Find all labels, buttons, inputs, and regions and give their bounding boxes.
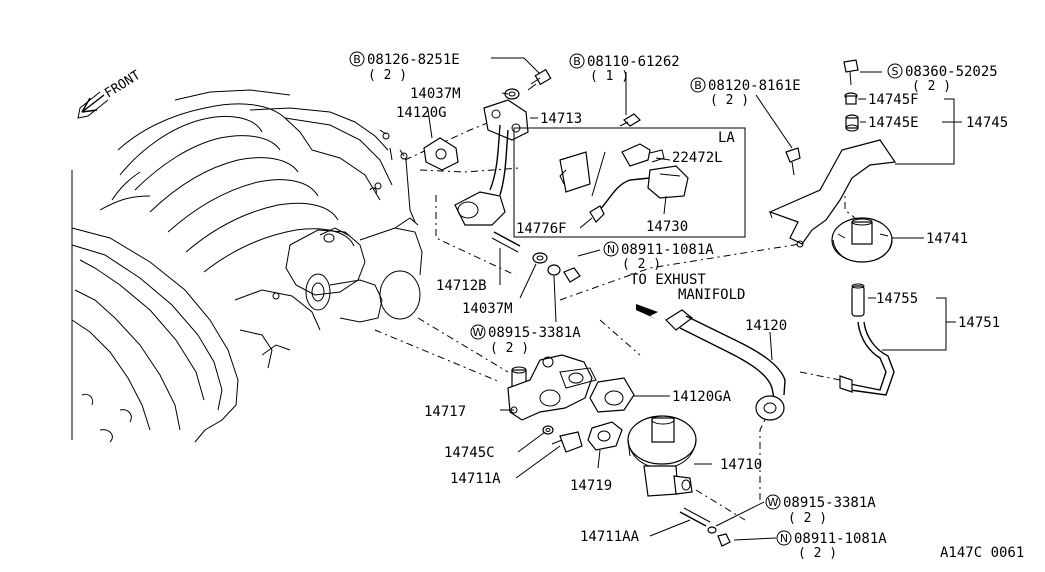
callout-code-08911b: 08911-1081A	[794, 531, 887, 547]
exhaust-note-line2: MANIFOLD	[678, 287, 745, 303]
callout-code-08360: 08360-52025	[905, 64, 998, 80]
part-label-14711aa: 14711AA	[580, 529, 640, 545]
tube-14751-icon	[839, 321, 895, 396]
callout-qty-08915b: ( 2 )	[788, 511, 827, 526]
part-label-14741: 14741	[926, 231, 968, 247]
part-label-14120ga: 14120GA	[672, 389, 732, 405]
callout-prefix: B	[573, 55, 581, 68]
part-label-14713: 14713	[540, 111, 582, 127]
stud-14712b-icon	[491, 231, 521, 253]
bolt-14711a-icon	[551, 431, 583, 453]
la-inset-label: LA	[718, 130, 735, 146]
part-label-14776f: 14776F	[516, 221, 567, 237]
part-label-14120: 14120	[745, 318, 787, 334]
part-label-14755: 14755	[876, 291, 918, 307]
callout-qty-08110: ( 1 )	[590, 69, 629, 84]
exhaust-note-line1: TO EXHUST	[630, 272, 706, 288]
engine-illustration: FRONT	[71, 68, 423, 443]
washer-08915b-icon	[707, 526, 717, 534]
callout-code-08911a: 08911-1081A	[621, 242, 714, 258]
gasket-14120ga-icon	[589, 377, 635, 413]
part-label-14717: 14717	[424, 404, 466, 420]
callout-prefix: S	[892, 65, 899, 78]
callout-circles: B B B S N W W N	[349, 51, 903, 546]
front-arrow-icon	[77, 91, 109, 119]
sensor-22472l-icon	[559, 143, 665, 193]
part-label-14745: 14745	[966, 115, 1008, 131]
part-label-14711a: 14711A	[450, 471, 501, 487]
egr-valve-14710-icon	[627, 415, 697, 497]
bpt-valve-14741-icon	[831, 217, 893, 263]
callout-prefix: N	[780, 532, 788, 545]
bolt-08120-icon	[785, 147, 801, 176]
callout-qty-08911b: ( 2 )	[798, 546, 837, 561]
la-inset-frame	[513, 127, 746, 238]
nut-08911a-icon	[563, 267, 581, 283]
part-label-14710: 14710	[720, 457, 762, 473]
part-label-22472l: 22472L	[672, 150, 723, 166]
gasket-14719-icon	[587, 421, 623, 451]
part-label-14745e: 14745E	[868, 115, 919, 131]
callout-qty-08911a: ( 2 )	[622, 257, 661, 272]
callout-code-08120: 08120-8161E	[708, 78, 801, 94]
callout-qty-08126: ( 2 )	[368, 68, 407, 83]
bolt-08110-icon	[619, 113, 641, 127]
part-label-14037m-mid: 14037M	[462, 301, 513, 317]
part-label-14745c: 14745C	[444, 445, 495, 461]
bracket-14745-icon	[768, 139, 897, 248]
callout-qty-08120: ( 2 )	[710, 93, 749, 108]
nut-08911b-icon	[717, 533, 731, 547]
callout-code-08110: 08110-61262	[587, 54, 680, 70]
washer-14037m-icon	[532, 252, 548, 264]
part-label-14037m-top: 14037M	[410, 86, 461, 102]
washer-08915a-icon	[547, 264, 561, 276]
bolt-08360-icon	[843, 59, 859, 86]
leader-lines	[427, 57, 962, 541]
callout-prefix: W	[473, 326, 484, 339]
part-label-14719: 14719	[570, 478, 612, 494]
callout-code-08915a: 08915-3381A	[488, 325, 581, 341]
egr-tube-14713-icon	[454, 99, 529, 226]
parts-illustrations	[423, 59, 897, 547]
part-label-14730: 14730	[646, 219, 688, 235]
adapter-14717-icon	[507, 354, 597, 421]
bolt-14037-icon	[504, 68, 552, 100]
callout-prefix: B	[353, 53, 361, 66]
part-labels: 08126-8251E ( 2 ) 08110-61262 ( 1 ) 0812…	[367, 52, 1024, 561]
callout-prefix: B	[694, 79, 702, 92]
callout-code-08915b: 08915-3381A	[783, 495, 876, 511]
part-label-14751: 14751	[958, 315, 1000, 331]
callout-prefix: W	[768, 496, 779, 509]
hose-14755-icon	[851, 283, 865, 317]
gasket-14120g-icon	[423, 137, 459, 171]
spacer-14745f-icon	[844, 92, 858, 105]
part-label-14745f: 14745F	[868, 92, 919, 108]
spacer-14745e-icon	[845, 114, 859, 132]
part-label-14120g: 14120G	[396, 105, 447, 121]
reference-code: A147C 0061	[940, 545, 1024, 561]
part-label-14712b: 14712B	[436, 278, 487, 294]
front-label: FRONT	[102, 68, 143, 102]
callout-qty-08360: ( 2 )	[912, 79, 951, 94]
stud-14711aa-icon	[679, 507, 711, 527]
callout-prefix: N	[607, 243, 615, 256]
sensor-14730-icon	[589, 165, 689, 223]
egr-tube-14120-icon	[665, 309, 786, 421]
washer-14745c-icon	[542, 425, 554, 435]
callout-code-08126: 08126-8251E	[367, 52, 460, 68]
callout-qty-08915a: ( 2 )	[490, 341, 529, 356]
exhaust-direction-arrow-icon	[636, 304, 658, 320]
